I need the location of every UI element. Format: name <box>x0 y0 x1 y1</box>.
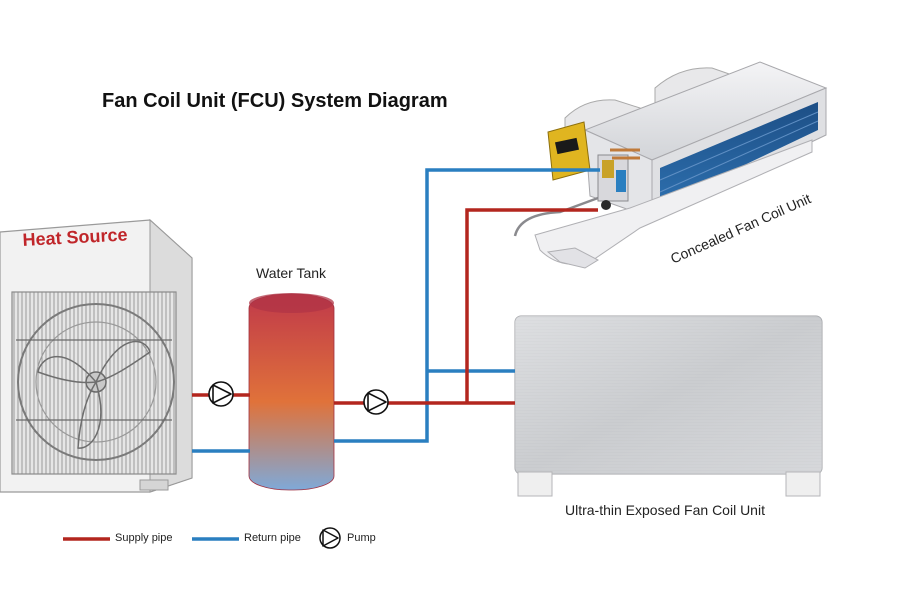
legend-supply-label: Supply pipe <box>115 532 173 544</box>
concealed-fcu <box>513 61 828 269</box>
diagram-title: Fan Coil Unit (FCU) System Diagram <box>102 90 448 112</box>
heat-source-unit <box>0 218 193 493</box>
pump-icon <box>363 389 389 415</box>
pump-icon <box>208 381 234 407</box>
supply-pipe-concealed <box>465 208 598 403</box>
legend <box>63 527 341 549</box>
exposed-fcu <box>514 315 823 497</box>
return-pipes <box>192 168 600 453</box>
legend-return-label: Return pipe <box>244 532 301 544</box>
return-pipe-main <box>334 168 600 443</box>
water-tank <box>248 293 335 491</box>
water-tank-label: Water Tank <box>256 265 327 281</box>
exposed-fcu-label: Ultra-thin Exposed Fan Coil Unit <box>565 502 765 518</box>
legend-pump-label: Pump <box>347 532 376 544</box>
legend-pump-icon <box>319 527 341 549</box>
